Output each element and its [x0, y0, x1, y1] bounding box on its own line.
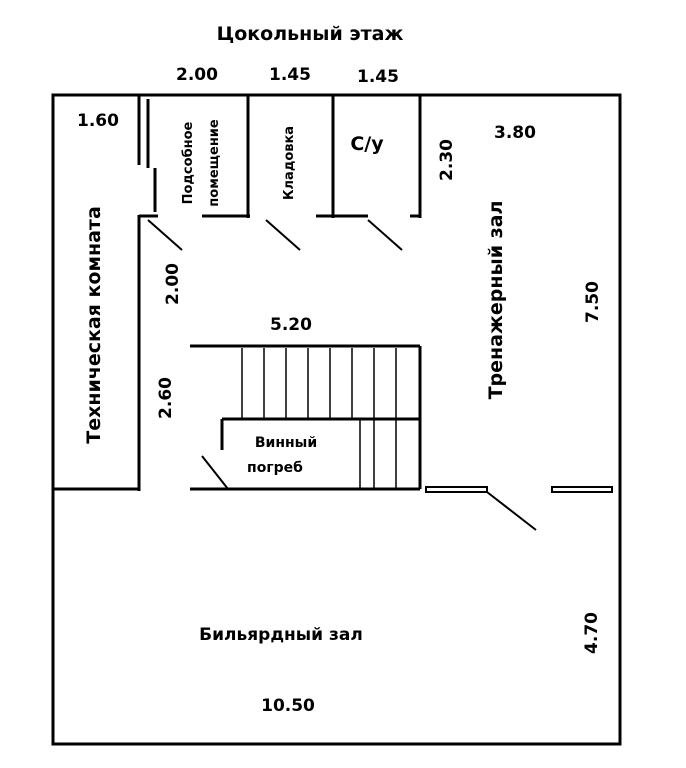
room-label-utility-line1: Подсобное — [181, 121, 196, 204]
dim-stairs-5-20: 5.20 — [270, 315, 312, 335]
window-left — [425, 486, 488, 493]
dim-billiard-4-70: 4.70 — [582, 612, 602, 654]
dim-top-2-00: 2.00 — [176, 65, 218, 85]
dim-top-1-45-a: 1.45 — [269, 65, 311, 85]
dim-corridor-2-00: 2.00 — [163, 263, 183, 305]
room-label-utility-line2: помещение — [207, 119, 222, 207]
dim-wc-2-30: 2.30 — [437, 139, 457, 181]
doors — [147, 219, 537, 531]
room-label-billiard: Бильярдный зал — [199, 625, 363, 645]
room-label-wc: С/у — [350, 133, 384, 155]
door-corridor — [147, 219, 183, 251]
dim-corridor-2-60: 2.60 — [156, 377, 176, 419]
room-label-technical: Техническая комната — [83, 206, 105, 444]
dim-tech-1-60: 1.60 — [77, 111, 119, 131]
stair-treads — [241, 348, 397, 489]
dim-top-1-45-b: 1.45 — [357, 67, 399, 87]
room-label-wine-line1: Винный — [255, 435, 317, 451]
room-label-wine-line2: погреб — [247, 460, 303, 476]
room-label-storage: Кладовка — [282, 126, 297, 200]
room-label-gym: Тренажерный зал — [485, 201, 507, 400]
window-right — [551, 486, 613, 493]
door-storage — [265, 219, 301, 251]
interior-walls — [53, 95, 422, 491]
dim-billiard-10-50: 10.50 — [261, 696, 315, 716]
door-wine-cellar — [201, 455, 229, 490]
window-openings — [425, 486, 613, 493]
door-gym — [486, 491, 537, 531]
dim-gym-3-80: 3.80 — [494, 123, 536, 143]
outer-walls — [51, 93, 622, 746]
door-wc — [367, 219, 403, 251]
dim-gym-7-50: 7.50 — [583, 281, 603, 323]
page-title: Цокольный этаж — [217, 23, 404, 45]
